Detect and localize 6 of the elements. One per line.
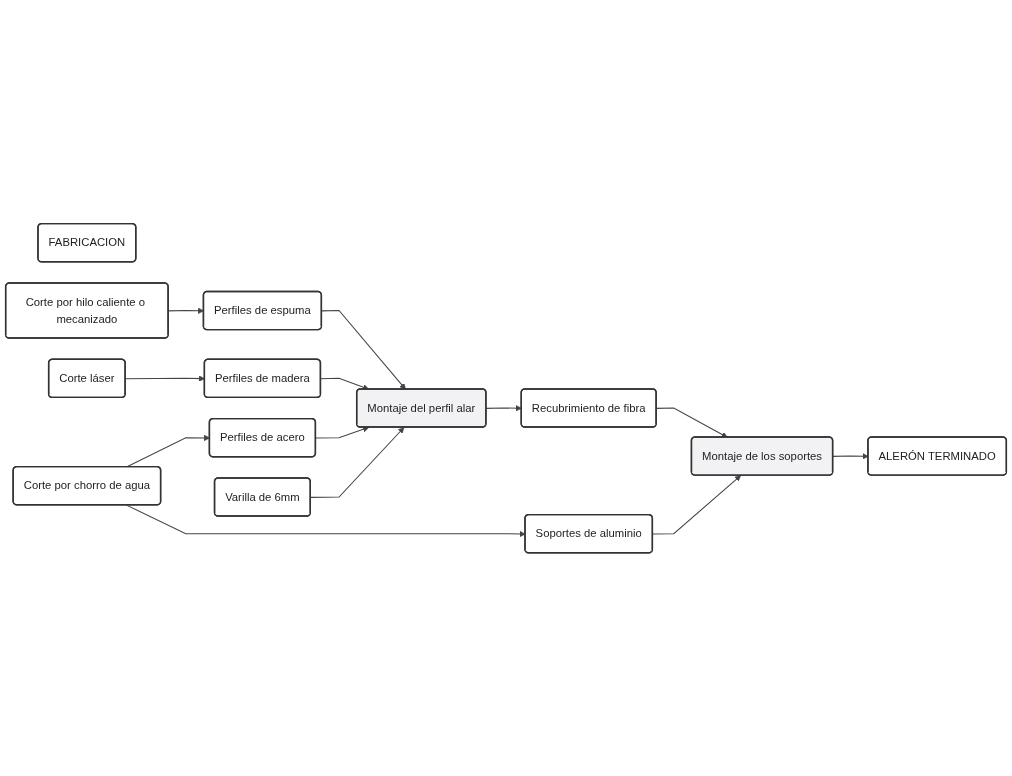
arrow: [652, 474, 741, 535]
arrow: [125, 504, 526, 537]
arrow: [310, 426, 405, 498]
arrow: [321, 309, 406, 390]
arrow: [485, 404, 522, 412]
arrow: [315, 426, 370, 439]
